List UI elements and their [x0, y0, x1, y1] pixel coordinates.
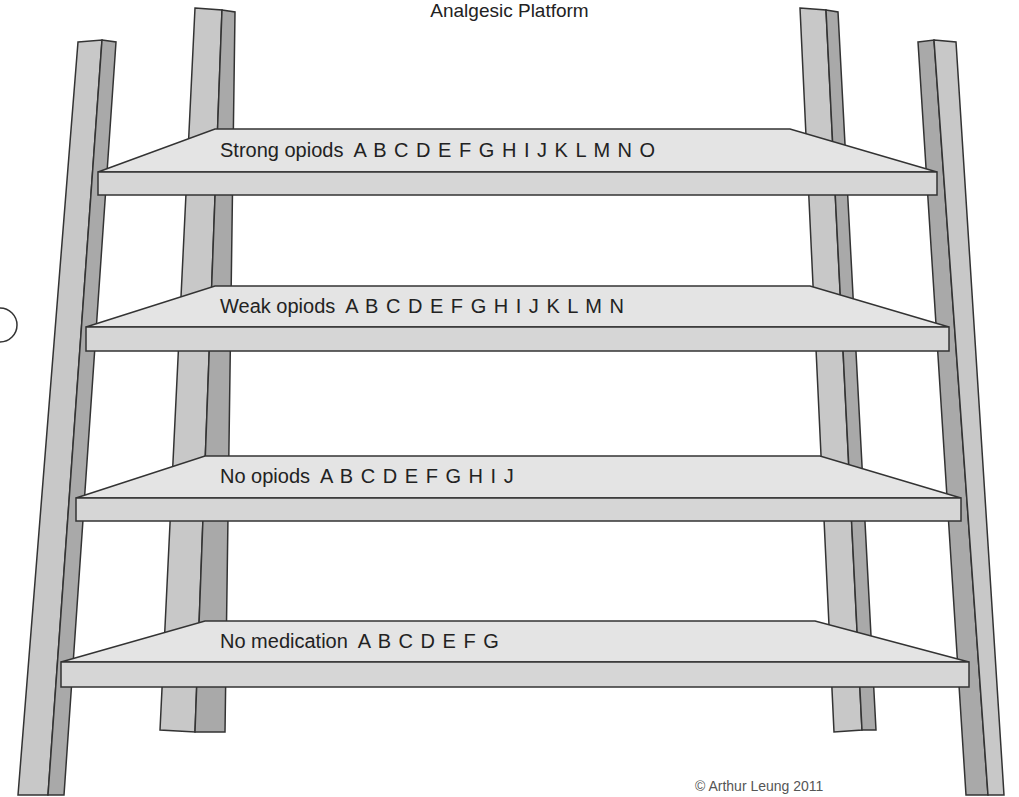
- shelf-platform: No opiods A B C D E F G H I J: [75, 455, 962, 522]
- letter-sequence: A B C D E F G H I J K L M N O: [353, 139, 655, 162]
- diagram-title: Analgesic Platform: [0, 0, 1019, 22]
- shelf-platform: Weak opiods A B C D E F G H I J K L M N: [85, 285, 950, 352]
- level-label: Weak opiods: [220, 295, 335, 318]
- letter-sequence: A B C D E F G: [358, 630, 499, 653]
- shelf-text-row: Strong opiods A B C D E F G H I J K L M N…: [220, 128, 655, 172]
- shelf-text-row: No opiods A B C D E F G H I J: [220, 455, 514, 498]
- shelf-text-row: Weak opiods A B C D E F G H I J K L M N: [220, 285, 624, 327]
- level-label: No opiods: [220, 465, 310, 488]
- shelf-platform: No medication A B C D E F G: [60, 620, 970, 688]
- letter-sequence: A B C D E F G H I J K L M N: [345, 295, 624, 318]
- shelf-shape: [60, 620, 970, 688]
- shelf-shape: [75, 455, 962, 522]
- shelf-shape: [97, 128, 938, 196]
- shelf-platform: Strong opiods A B C D E F G H I J K L M N…: [97, 128, 938, 196]
- shelf-text-row: No medication A B C D E F G: [220, 620, 499, 662]
- level-label: No medication: [220, 630, 348, 653]
- copyright-note: © Arthur Leung 2011: [695, 778, 823, 794]
- level-label: Strong opiods: [220, 139, 343, 162]
- letter-sequence: A B C D E F G H I J: [320, 465, 514, 488]
